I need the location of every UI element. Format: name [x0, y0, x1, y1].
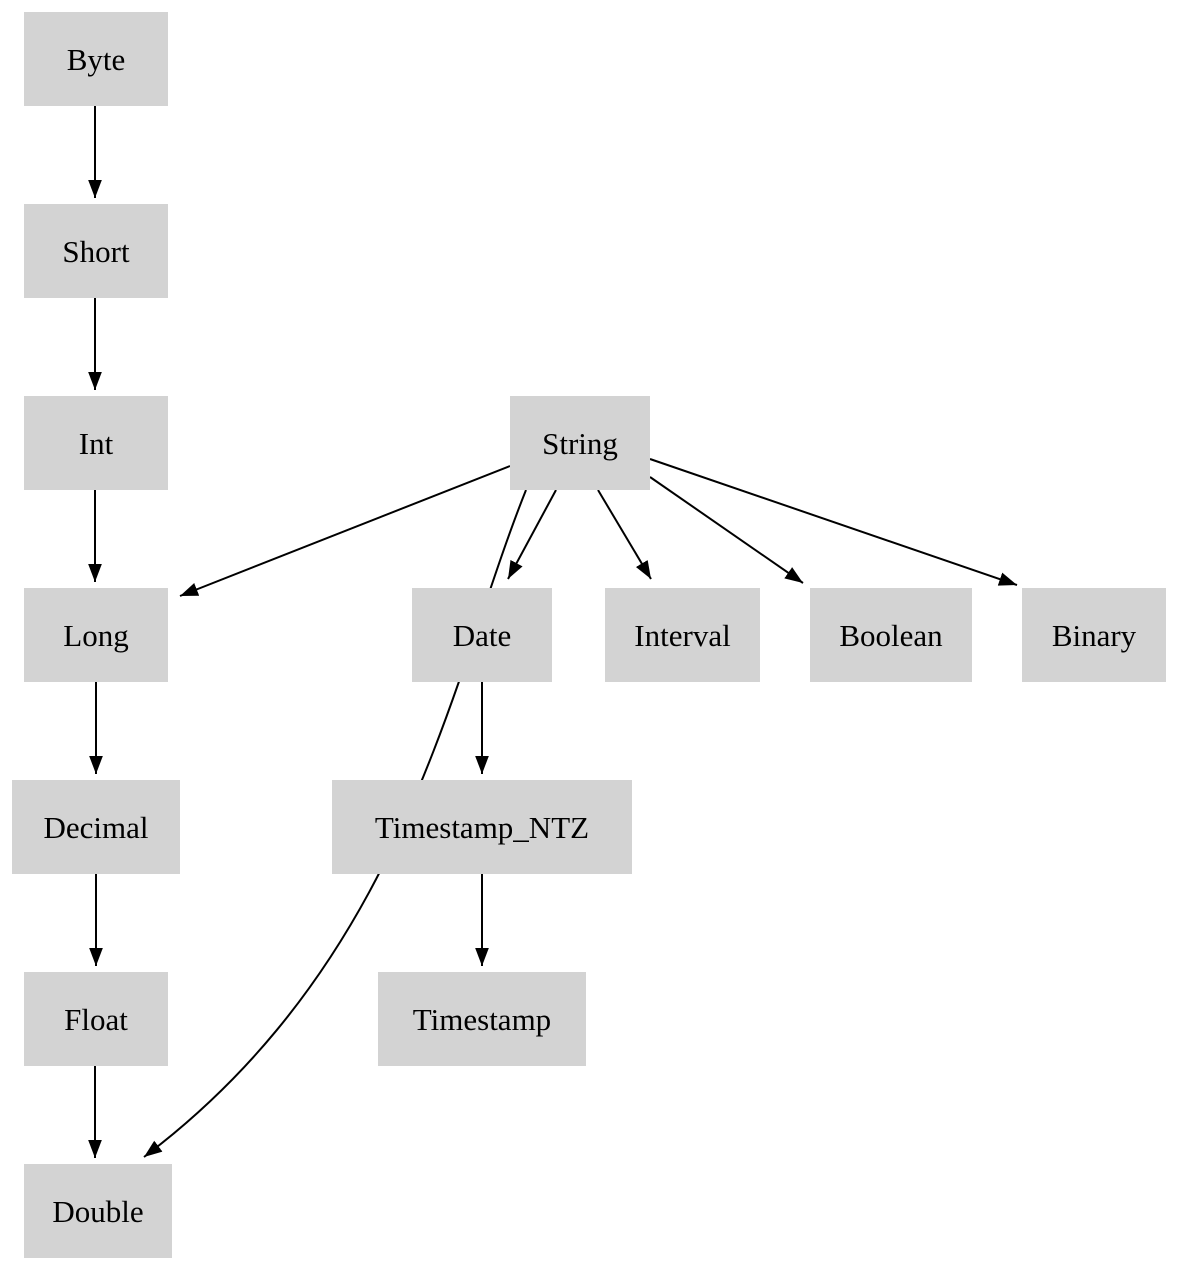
node-boolean: Boolean: [810, 588, 972, 682]
edge-string-date: [507, 489, 557, 580]
node-int: Int: [24, 396, 168, 490]
edge-string-binary: [649, 458, 1018, 586]
node-timestamp-ntz: Timestamp_NTZ: [332, 780, 632, 874]
edge-string-boolean: [649, 476, 804, 584]
node-double: Double: [24, 1164, 172, 1258]
node-long: Long: [24, 588, 168, 682]
edge-string-long: [179, 465, 511, 597]
node-decimal: Decimal: [12, 780, 180, 874]
node-short: Short: [24, 204, 168, 298]
node-string: String: [510, 396, 650, 490]
node-interval: Interval: [605, 588, 760, 682]
node-binary: Binary: [1022, 588, 1166, 682]
node-timestamp: Timestamp: [378, 972, 586, 1066]
node-byte: Byte: [24, 12, 168, 106]
edge-string-interval: [597, 489, 652, 580]
node-float: Float: [24, 972, 168, 1066]
node-date: Date: [412, 588, 552, 682]
